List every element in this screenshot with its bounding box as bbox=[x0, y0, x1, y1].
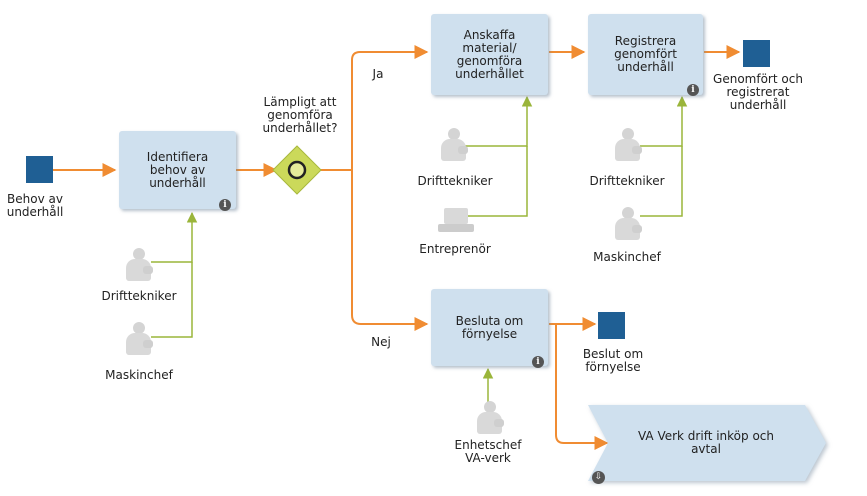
info-icon[interactable]: i bbox=[532, 356, 544, 368]
link-procure-entreprenor bbox=[468, 146, 528, 217]
person-icon bbox=[123, 322, 153, 358]
link-identify-drifttekniker bbox=[151, 211, 198, 263]
end-event-renewal-label: Beslut om förnyelse bbox=[582, 347, 644, 374]
resource-identify-drifttekniker: Drifttekniker bbox=[101, 289, 177, 303]
gateway-no-label: Nej bbox=[371, 335, 391, 349]
info-icon[interactable]: i bbox=[687, 84, 699, 96]
resource-decide-enhetschef: Enhetschef VA-verk bbox=[454, 438, 522, 465]
link-procure-drifttekniker bbox=[465, 95, 533, 147]
end-event-done[interactable] bbox=[743, 40, 770, 67]
start-event-label: Behov av underhåll bbox=[6, 192, 64, 219]
task-decide[interactable]: Besluta om förnyelse bbox=[431, 289, 548, 366]
start-event[interactable] bbox=[26, 156, 53, 183]
resource-identify-maskinchef: Maskinchef bbox=[105, 368, 173, 382]
flow-decide-to-subprocess bbox=[555, 324, 609, 450]
laptop-icon bbox=[438, 208, 474, 234]
subprocess-shape bbox=[588, 405, 826, 481]
task-register[interactable]: Registrera genomfört underhåll bbox=[588, 14, 703, 95]
task-identify[interactable]: Identifiera behov av underhåll bbox=[119, 131, 236, 209]
task-procure[interactable]: Anskaffa material/ genomföra underhållet bbox=[431, 14, 548, 95]
gateway-question-label: Lämpligt att genomföra underhållet? bbox=[262, 95, 338, 135]
person-icon bbox=[474, 401, 504, 437]
flow-gateway-no bbox=[351, 170, 429, 331]
subprocess-label: VA Verk drift inköp och avtal bbox=[637, 429, 775, 456]
task-procure-label: Anskaffa material/ genomföra underhållet bbox=[455, 27, 524, 81]
info-icon[interactable]: i bbox=[219, 199, 231, 211]
person-icon bbox=[123, 248, 153, 284]
person-icon bbox=[438, 128, 468, 164]
resource-register-maskinchef: Maskinchef bbox=[593, 250, 661, 264]
resource-procure-drifttekniker: Drifttekniker bbox=[417, 174, 493, 188]
resource-register-drifttekniker: Drifttekniker bbox=[589, 174, 665, 188]
task-register-label: Registrera genomfört underhåll bbox=[614, 34, 677, 74]
task-decide-label: Besluta om förnyelse bbox=[455, 313, 524, 341]
end-event-renewal[interactable] bbox=[598, 312, 625, 339]
link-identify-maskinchef bbox=[151, 262, 193, 338]
end-event-done-label: Genomfört och registrerat underhåll bbox=[713, 72, 803, 112]
flow-gateway-yes bbox=[351, 45, 429, 170]
link-register-drifttekniker bbox=[640, 95, 688, 147]
task-identify-label: Identifiera behov av underhåll bbox=[146, 149, 209, 190]
person-icon bbox=[612, 128, 642, 164]
gateway-diamond bbox=[272, 145, 322, 195]
link-register-maskinchef bbox=[640, 146, 683, 217]
resource-procure-entreprenor: Entreprenör bbox=[419, 242, 491, 256]
gateway-yes-label: Ja bbox=[372, 67, 384, 81]
expand-down-icon[interactable]: ⇩ bbox=[592, 471, 605, 484]
person-icon bbox=[612, 207, 642, 243]
